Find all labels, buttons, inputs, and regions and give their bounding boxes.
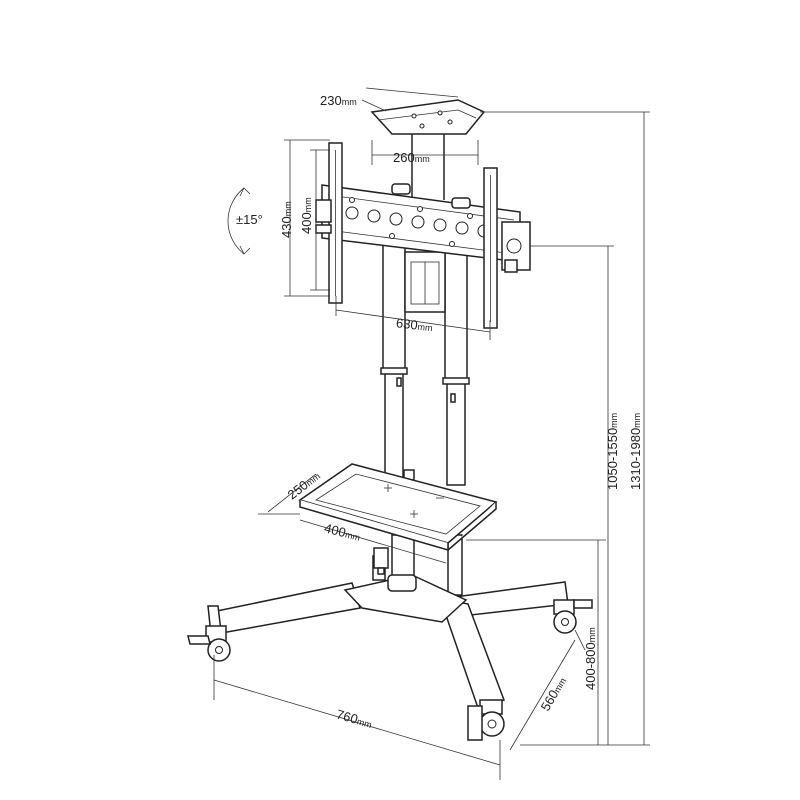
stand-base bbox=[207, 555, 569, 709]
caster-back bbox=[373, 547, 389, 575]
casters bbox=[187, 547, 593, 741]
caster-left bbox=[187, 625, 231, 662]
base-width-label: 760mm bbox=[335, 706, 374, 731]
overall-height-label: 1310-1980mm bbox=[628, 413, 643, 490]
tilt-label: ±15° bbox=[236, 212, 263, 227]
vesa-height-outer-label: 430mm bbox=[279, 201, 294, 238]
caster-front bbox=[467, 699, 505, 741]
base-depth-label: 560mm bbox=[538, 674, 569, 713]
camera-shelf-width-label: 260mm bbox=[393, 150, 430, 165]
tray-height-label: 400-800mm bbox=[583, 627, 598, 690]
tray-width-label: 400mm bbox=[323, 520, 362, 543]
dimension-labels: 230mm 260mm 430mm 400mm ±15° 630mm 250mm… bbox=[236, 93, 643, 731]
dimension-lines bbox=[213, 87, 650, 780]
media-tray bbox=[298, 463, 498, 551]
vesa-width-label: 630mm bbox=[395, 315, 433, 334]
camera-shelf bbox=[370, 99, 486, 200]
vesa-mount bbox=[315, 142, 531, 329]
vesa-height-inner-label: 400mm bbox=[299, 197, 314, 234]
camera-shelf-depth-label: 230mm bbox=[320, 93, 357, 108]
mount-height-label: 1050-1550mm bbox=[605, 413, 620, 490]
caster-right bbox=[553, 599, 593, 634]
